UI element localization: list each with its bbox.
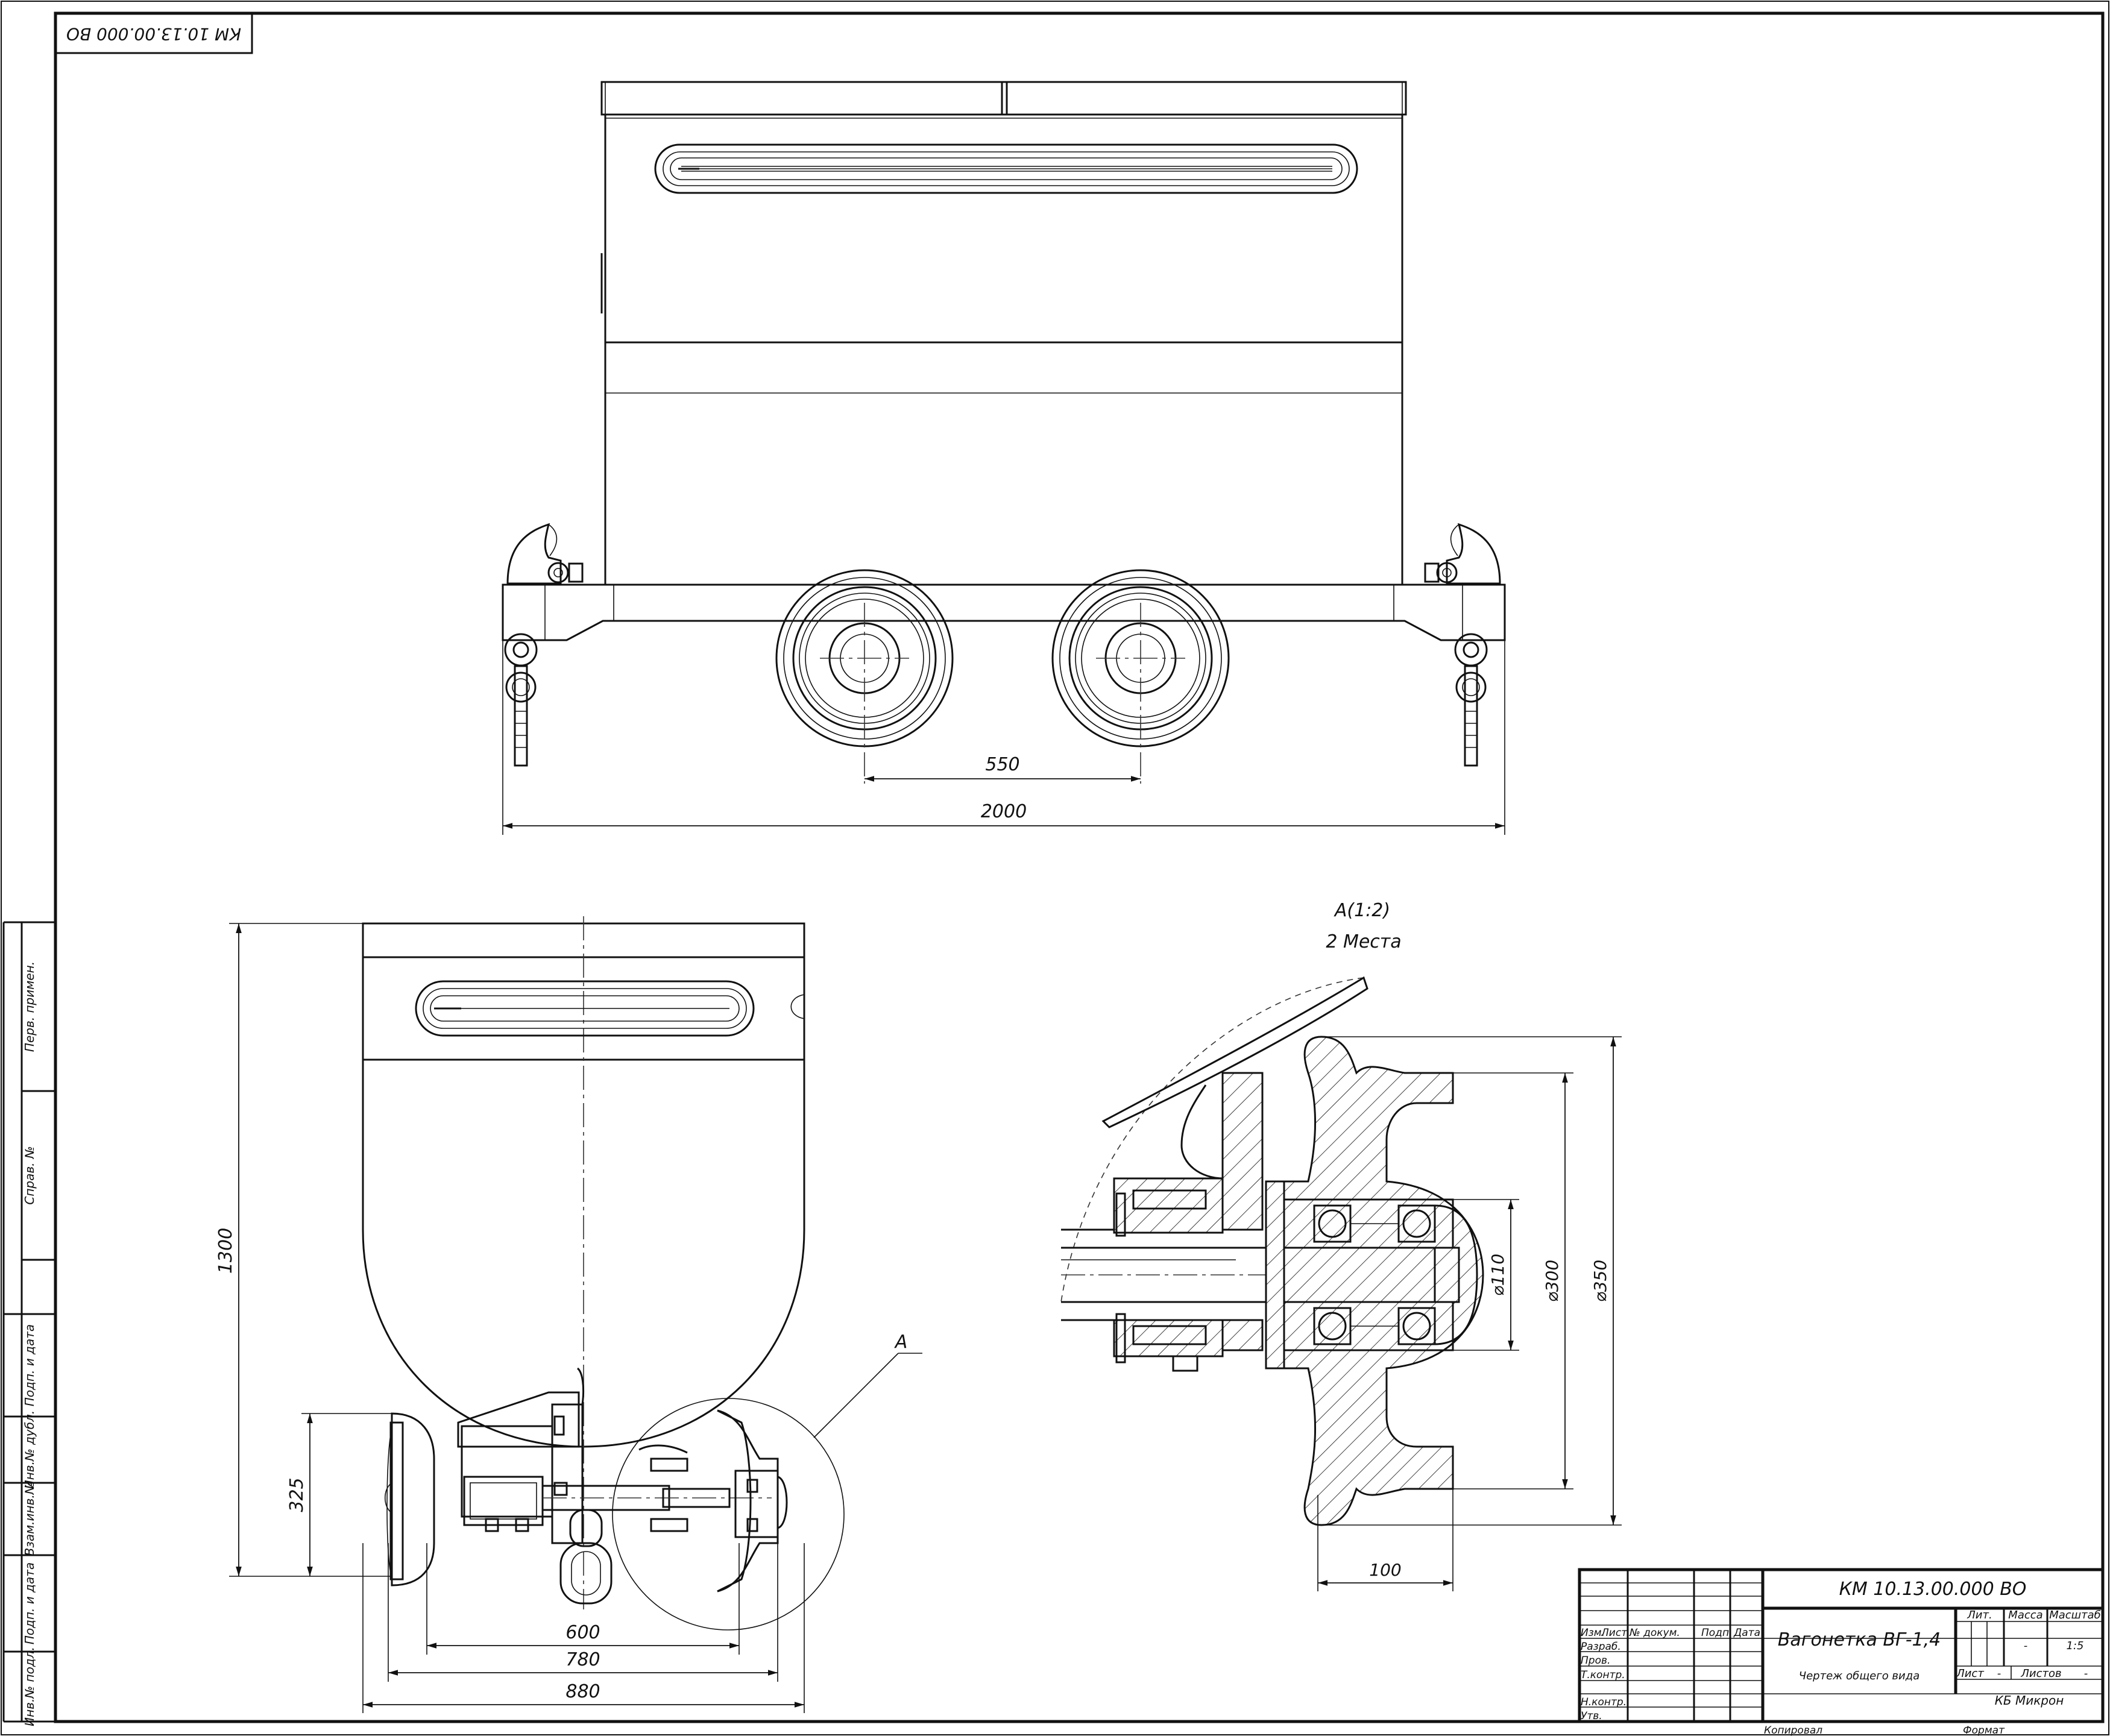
body-box (604, 113, 1403, 586)
detail-wheel-profile (1265, 1036, 1484, 1526)
tb-col-podp: Подп. (1701, 1627, 1732, 1639)
left-coupler (504, 523, 584, 767)
tb-role-razrab: Разраб. (1581, 1641, 1621, 1653)
left-margin-strip: Перв. примен. Справ. № Подп. и дата Инв.… (2, 921, 57, 1726)
body-top-rim (600, 81, 1407, 116)
tb-sheet-value: - (1997, 1667, 2001, 1680)
strip-label-podl: Инв.№ подл. (22, 1647, 37, 1726)
dim-wheel-span: 780 (565, 1649, 600, 1670)
tb-copied: Копировал (1764, 1725, 1822, 1736)
side-slot (654, 143, 1358, 194)
tb-mass-header: Масса (2008, 1609, 2042, 1621)
side-undercarriage (385, 1367, 788, 1605)
right-coupler (1424, 523, 1501, 767)
sheet-inner-frame (54, 11, 2105, 1723)
strip-label-perv: Перв. примен. (22, 961, 37, 1052)
detail-title: А(1:2) (1334, 900, 1390, 921)
tb-col-data: Дата (1733, 1627, 1760, 1639)
strip-label-vzam: Взам.инв.№ (22, 1482, 37, 1556)
side-view: А 1300 325 600 780 880 (215, 916, 922, 1713)
tb-role-tkontr: Т.контр. (1581, 1669, 1625, 1681)
front-view: 550 2000 (502, 81, 1506, 835)
strip-label-sprav: Справ. № (22, 1146, 37, 1204)
tb-role-utv: Утв. (1581, 1710, 1602, 1722)
side-slot (415, 980, 755, 1037)
dim-track: 600 (565, 1622, 600, 1643)
tb-sheets-label: Листов (2020, 1667, 2061, 1680)
tb-role-prov: Пров. (1581, 1655, 1610, 1667)
detail-a-callout: А (894, 1332, 908, 1353)
strip-label-dubl: Инв.№ дубл. (22, 1410, 37, 1489)
strip-label-podp2: Подп. и дата (22, 1562, 37, 1644)
dim-d300: ⌀300 (1542, 1260, 1562, 1302)
dim-overall-width: 880 (565, 1681, 600, 1702)
tb-role-nkontr: Н.контр. (1581, 1696, 1627, 1708)
tb-scale-header: Масштаб (2049, 1609, 2101, 1621)
tb-scale-value: 1:5 (2067, 1640, 2084, 1652)
tb-sheet-label: Лист (1956, 1667, 1984, 1680)
dim-wheelbase: 550 (985, 754, 1019, 775)
tb-col-list: Лист (1601, 1627, 1628, 1639)
chassis-frame (502, 583, 1506, 641)
detail-bucket-wall (1101, 976, 1368, 1128)
detail-a-circle (612, 1398, 845, 1631)
tb-mass-value: - (2024, 1640, 2028, 1652)
tb-col-izm: Изм. (1581, 1627, 1605, 1639)
dim-d350: ⌀350 (1590, 1260, 1610, 1302)
tb-code: КМ 10.13.00.000 ВО (1839, 1579, 2027, 1600)
title-block[interactable]: КМ 10.13.00.000 ВО Вагонетка ВГ-1,4 Черт… (1578, 1568, 2105, 1736)
top-stamp-box: КМ 10.13.00.000 ВО (54, 12, 253, 54)
tb-doc-type: Чертеж общего вида (1799, 1670, 1919, 1682)
dim-overall-length: 2000 (981, 801, 1027, 822)
tb-format: Формат (1963, 1725, 2005, 1736)
tb-col-ndoc: № докум. (1629, 1627, 1680, 1639)
tb-sheets-value: - (2084, 1667, 2088, 1680)
detail-a-view: А(1:2) 2 Места (1060, 900, 1622, 1591)
strip-label-podp1: Подп. и дата (22, 1324, 37, 1406)
dim-axle-height: 325 (286, 1477, 307, 1512)
tb-organization: КБ Микрон (1995, 1693, 2064, 1708)
top-stamp-code: КМ 10.13.00.000 ВО (66, 24, 241, 44)
dim-hub-width: 100 (1369, 1560, 1401, 1580)
tb-lit-header: Лит. (1967, 1609, 1992, 1621)
tb-name: Вагонетка ВГ-1,4 (1778, 1629, 1941, 1650)
dim-d110: ⌀110 (1488, 1254, 1508, 1296)
dim-height: 1300 (215, 1228, 236, 1274)
detail-subtitle: 2 Места (1326, 931, 1401, 952)
